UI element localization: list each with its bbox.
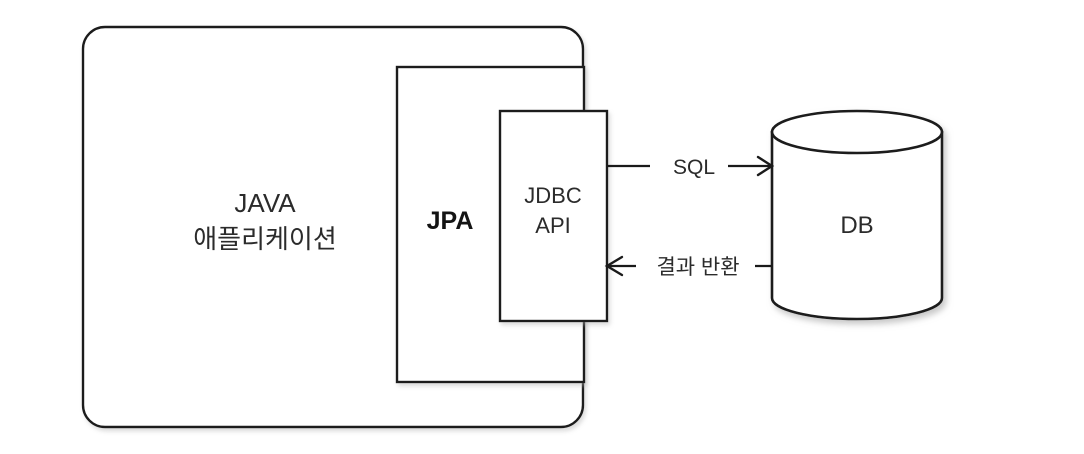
database-label: DB [840,212,873,239]
result-connector: 결과 반환 [604,255,772,279]
result-arrow-head-icon [604,255,624,277]
database-cylinder [770,109,944,321]
jdbc-api-label-line2: API [535,213,570,238]
database-cylinder-top [770,109,944,155]
java-application-label-line2: 애플리케이션 [193,224,337,254]
sql-arrow-head-icon [756,155,775,177]
database-cylinder-body [770,130,944,321]
jdbc-api-label-line1: JDBC [524,183,582,208]
sql-connector: SQL [607,155,775,179]
result-connector-label: 결과 반환 [656,256,739,279]
jdbc-api-box: JDBC API [498,109,609,323]
jdbc-api-box-shape [498,109,609,323]
jpa-label: JPA [427,207,474,235]
java-application-label-line1: JAVA [234,188,296,218]
sql-connector-label: SQL [673,156,715,179]
